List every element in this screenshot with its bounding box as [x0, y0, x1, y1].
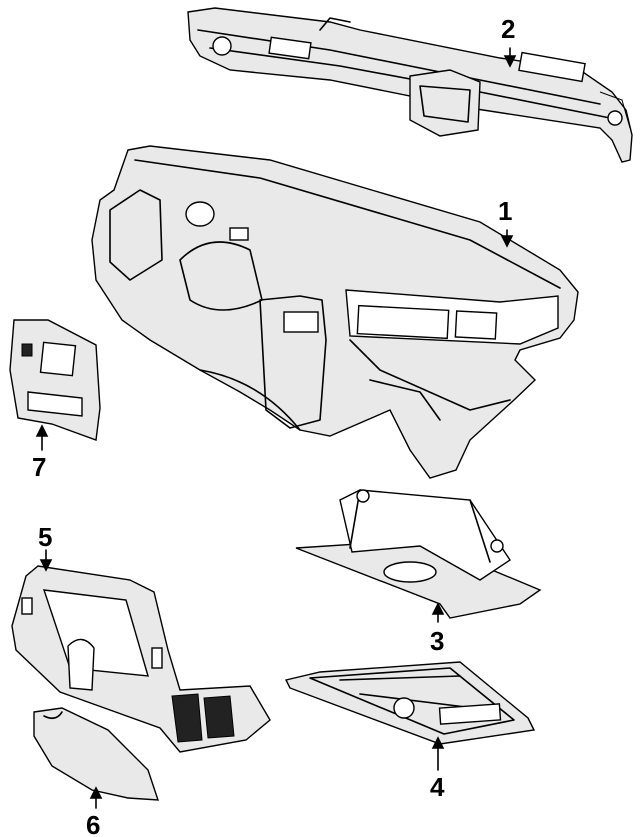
callout-2: 2	[501, 14, 516, 44]
part-3-glove-box	[295, 489, 542, 619]
part-7-bezel	[9, 319, 101, 441]
leader-lines	[35, 47, 517, 809]
callout-3: 3	[430, 626, 445, 656]
part-4-glove-box-door	[284, 661, 536, 745]
callout-4: 4	[430, 772, 445, 802]
part-6-column-cover	[33, 707, 159, 801]
part-5-finish-panel	[11, 565, 271, 753]
callout-1: 1	[498, 196, 513, 226]
part-1-instrument-panel	[91, 145, 579, 479]
callout-6: 6	[86, 810, 101, 837]
callout-5: 5	[38, 522, 53, 552]
part-2-reinforcement	[187, 7, 633, 163]
callout-7: 7	[32, 452, 47, 482]
